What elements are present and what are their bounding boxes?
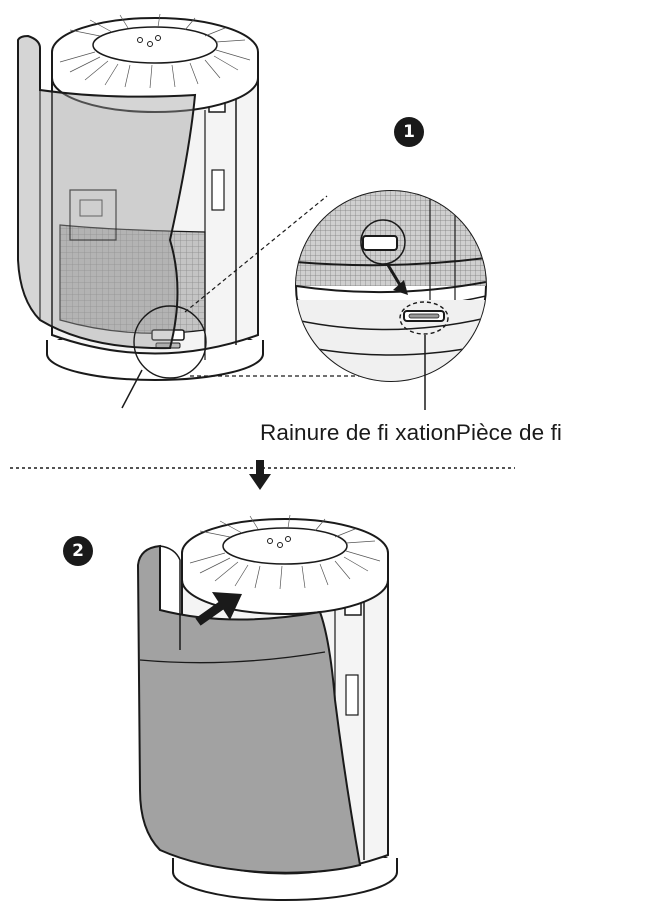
step-2-badge: 2 <box>63 536 93 566</box>
cover-panel-step2 <box>136 544 362 874</box>
step-divider <box>10 460 515 490</box>
cover-panel-step1 <box>17 34 197 350</box>
latch-highlight-circle <box>133 305 207 379</box>
purifier-step1 <box>46 13 264 381</box>
push-arrow <box>195 592 242 626</box>
callout-label: Rainure de fi xationPièce de fi <box>260 420 563 445</box>
zoom-detail-circle <box>295 190 487 382</box>
callout-leader-lines <box>121 335 426 410</box>
step-1-badge: 1 <box>394 117 424 147</box>
zoom-connector-lines <box>184 195 388 377</box>
